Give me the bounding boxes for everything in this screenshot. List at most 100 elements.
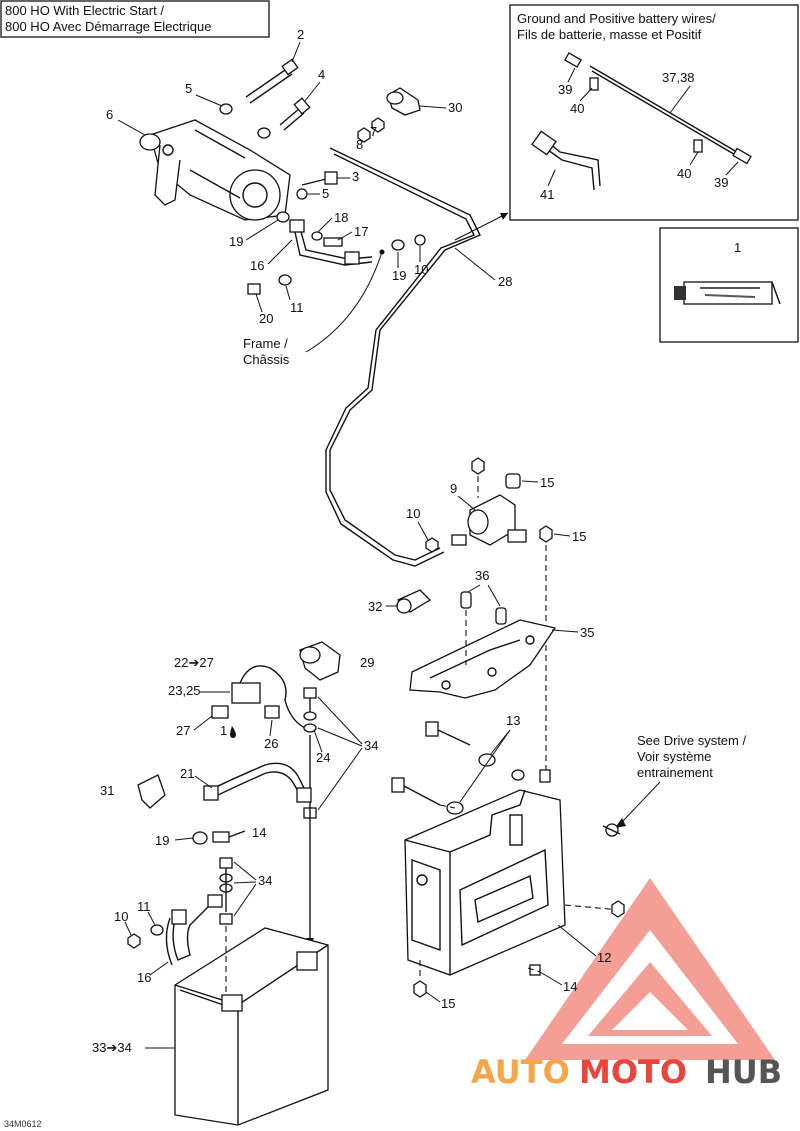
callout-40: 40 xyxy=(677,166,691,181)
nut-icon xyxy=(425,537,439,553)
inset-pointer xyxy=(454,212,509,241)
solenoid-bracket xyxy=(409,619,557,699)
lubricant-tube xyxy=(674,281,781,305)
svg-text:HUB: HUB xyxy=(705,1053,782,1091)
wiring-harness xyxy=(325,147,481,567)
callout-35: 35 xyxy=(580,625,594,640)
nut-icon xyxy=(127,933,141,949)
callout-14: 14 xyxy=(563,979,577,994)
callout-21: 21 xyxy=(180,766,194,781)
battery xyxy=(174,926,329,1126)
callout-5: 5 xyxy=(185,81,192,96)
drive-fastener xyxy=(602,823,621,837)
callout-20: 20 xyxy=(259,311,273,326)
callout-34: 34 xyxy=(258,873,272,888)
tray-bolts xyxy=(391,721,621,998)
nut-icon xyxy=(471,457,485,475)
nut-icon xyxy=(413,980,427,998)
callout-23-25: 23,25 xyxy=(168,683,201,698)
callout-8: 8 xyxy=(356,137,363,152)
callout-32: 32 xyxy=(368,599,382,614)
inset-lubricant: 1 xyxy=(659,227,799,343)
relay-assembly xyxy=(211,665,306,729)
inset-title-1: Ground and Positive battery wires/ xyxy=(517,11,716,26)
callout-6: 6 xyxy=(106,107,113,122)
battery-terminal-boot xyxy=(137,774,166,809)
battery-wire-short xyxy=(531,130,601,191)
battery-tray xyxy=(404,789,566,976)
callout-10: 10 xyxy=(406,506,420,521)
nut-icon xyxy=(539,525,553,543)
oil-drop-icon xyxy=(230,726,236,738)
callout-15: 15 xyxy=(441,996,455,1011)
inset-battery-wires: Ground and Positive battery wires/ Fils … xyxy=(509,4,799,221)
callout-39: 39 xyxy=(714,175,728,190)
frame-note-line-2: Châssis xyxy=(243,352,290,367)
callout-1: 1 xyxy=(220,723,227,738)
callout-30: 30 xyxy=(448,100,462,115)
callout-18: 18 xyxy=(334,210,348,225)
terminal-cap-large xyxy=(299,641,341,681)
inset-title-2: Fils de batterie, masse et Positif xyxy=(517,27,702,42)
document-code: 34M0612 xyxy=(4,1119,42,1129)
callout-5: 5 xyxy=(322,186,329,201)
callout-4: 4 xyxy=(318,67,325,82)
callout-2: 2 xyxy=(297,27,304,42)
callout-22-27: 22➔27 xyxy=(174,655,214,670)
callout-9: 9 xyxy=(450,481,457,496)
watermark-text: AUTO MOTO HUB xyxy=(471,1053,782,1091)
callout-1: 1 xyxy=(734,240,741,255)
battery-cable-positive xyxy=(203,762,312,803)
watermark-logo xyxy=(525,878,775,1060)
callout-33-34: 33➔34 xyxy=(92,1040,132,1055)
nut-icon xyxy=(505,473,521,489)
svg-text:MOTO: MOTO xyxy=(579,1053,687,1091)
callout-39: 39 xyxy=(558,82,572,97)
nut-icon xyxy=(357,127,371,143)
callout-16: 16 xyxy=(250,258,264,273)
callout-7: 7 xyxy=(370,124,377,139)
callout-34: 34 xyxy=(364,738,378,753)
callout-10: 10 xyxy=(114,909,128,924)
callout-40: 40 xyxy=(570,101,584,116)
callout-3: 3 xyxy=(352,169,359,184)
spacer-icon xyxy=(495,607,507,625)
callout-16: 16 xyxy=(137,970,151,985)
callout-11: 11 xyxy=(290,300,304,315)
starter-solenoid xyxy=(451,494,527,546)
terminal-cap xyxy=(386,87,421,116)
callout-15: 15 xyxy=(540,475,554,490)
callout-28: 28 xyxy=(498,274,512,289)
callout-11: 11 xyxy=(137,899,151,914)
callout-36: 36 xyxy=(475,568,489,583)
callout-17: 17 xyxy=(354,224,368,239)
title-line-2: 800 HO Avec Démarrage Electrique xyxy=(5,19,211,34)
starter-bolts xyxy=(219,58,338,200)
callout-31: 31 xyxy=(100,783,114,798)
callout-15: 15 xyxy=(572,529,586,544)
callout-26: 26 xyxy=(264,736,278,751)
spacer-icon xyxy=(460,591,472,609)
nut-icon xyxy=(371,117,385,133)
ground-cable xyxy=(289,219,373,266)
callout-19: 19 xyxy=(229,234,243,249)
callout-12: 12 xyxy=(597,950,611,965)
battery-wire-long xyxy=(564,52,752,165)
starter-motor xyxy=(139,119,291,221)
drive-note-line-3: entrainement xyxy=(637,765,713,780)
callout-37-38: 37,38 xyxy=(662,70,695,85)
title-line-1: 800 HO With Electric Start / xyxy=(5,3,164,18)
terminal-boot xyxy=(396,589,432,614)
battery-cable-ground xyxy=(165,894,223,966)
drive-note-line-1: See Drive system / xyxy=(637,733,746,748)
callout-27: 27 xyxy=(176,723,190,738)
title-box: 800 HO With Electric Start / 800 HO Avec… xyxy=(0,0,270,38)
callout-14: 14 xyxy=(252,825,266,840)
callout-29: 29 xyxy=(360,655,374,670)
bolt-icon xyxy=(303,687,317,699)
frame-note-line-1: Frame / xyxy=(243,336,288,351)
drive-note-line-2: Voir système xyxy=(637,749,711,764)
svg-text:AUTO: AUTO xyxy=(471,1053,570,1091)
callout-19: 19 xyxy=(392,268,406,283)
